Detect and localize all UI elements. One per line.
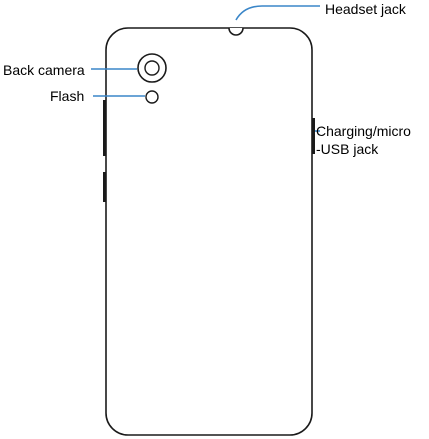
flash-label: Flash [50, 88, 84, 104]
headset-jack-label: Headset jack [325, 1, 406, 17]
volume-up-key [103, 100, 106, 156]
flash-light [146, 91, 158, 103]
charging-port [312, 118, 315, 154]
charging-jack-label-line2: -USB jack [316, 141, 378, 157]
headset-jack-leader [236, 6, 320, 20]
phone-body [106, 28, 312, 435]
back-camera-lens [145, 61, 159, 75]
back-camera-label: Back camera [3, 62, 85, 78]
volume-down-key [103, 172, 106, 202]
headset-jack [229, 28, 243, 35]
charging-jack-label-line1: Charging/micro [316, 123, 411, 139]
